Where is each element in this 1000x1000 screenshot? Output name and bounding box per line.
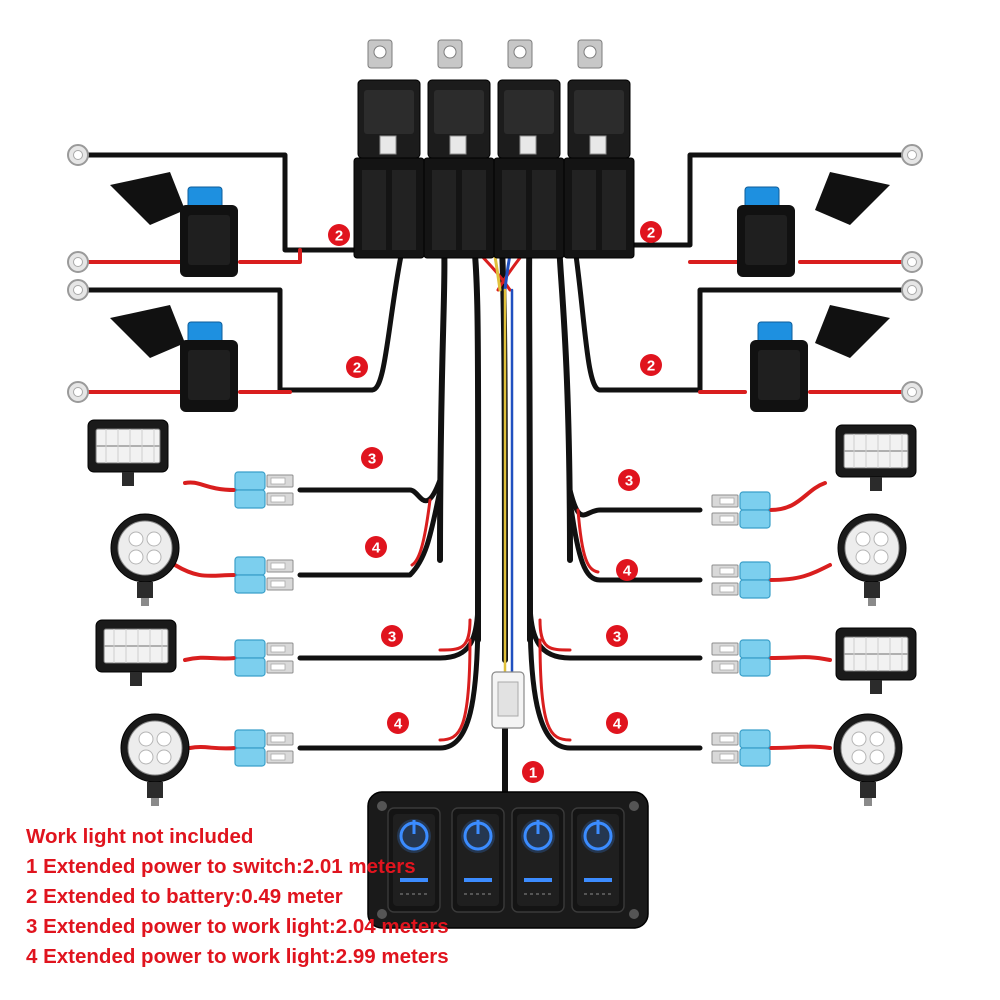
- legend-item-battery: 2 Extended to battery:0.49 meter: [26, 885, 343, 908]
- fuse-holders: [110, 172, 890, 413]
- svg-text:3: 3: [625, 473, 633, 490]
- rocker-switch-panel: [367, 791, 649, 929]
- svg-text:2: 2: [647, 358, 655, 375]
- callout-battery: 2: [346, 356, 368, 378]
- svg-text:3: 3: [613, 629, 621, 646]
- svg-text:3: 3: [388, 629, 396, 646]
- callouts: 2 2 2 2 3 4 3: [328, 221, 662, 783]
- callout-work-light-a: 3: [618, 469, 640, 491]
- svg-text:2: 2: [647, 225, 655, 242]
- callout-work-light-b: 4: [387, 712, 409, 734]
- svg-text:4: 4: [372, 540, 381, 557]
- svg-text:1: 1: [529, 765, 537, 782]
- callout-battery: 2: [328, 224, 350, 246]
- callout-work-light-a: 3: [361, 447, 383, 469]
- callout-work-light-a: 3: [606, 625, 628, 647]
- callout-battery: 2: [640, 354, 662, 376]
- svg-text:4: 4: [394, 716, 403, 733]
- callout-work-light-a: 3: [381, 625, 403, 647]
- callout-work-light-b: 4: [606, 712, 628, 734]
- svg-text:2: 2: [335, 228, 343, 245]
- callout-switch: 1: [522, 761, 544, 783]
- legend-item-work-light-b: 4 Extended power to work light:2.99 mete…: [26, 945, 449, 968]
- svg-text:3: 3: [368, 451, 376, 468]
- relay-bank: [353, 39, 635, 259]
- legend-item-switch: 1 Extended power to switch:2.01 meters: [26, 855, 416, 878]
- svg-text:4: 4: [613, 716, 622, 733]
- switch-plug: [491, 671, 525, 729]
- svg-text:2: 2: [353, 360, 361, 377]
- legend: Work light not included 1 Extended power…: [26, 822, 586, 972]
- legend-note: Work light not included: [26, 825, 254, 848]
- callout-work-light-b: 4: [616, 559, 638, 581]
- callout-work-light-b: 4: [365, 536, 387, 558]
- callout-battery: 2: [640, 221, 662, 243]
- svg-text:4: 4: [623, 563, 632, 580]
- legend-item-work-light-a: 3 Extended power to work light:2.04 mete…: [26, 915, 449, 938]
